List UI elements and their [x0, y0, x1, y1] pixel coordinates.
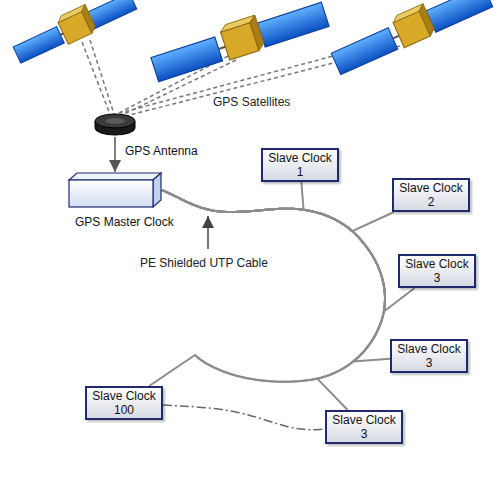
solar-panel [426, 0, 493, 32]
solar-panel [257, 2, 329, 47]
slave-clock-box: Slave Clock 1 [261, 148, 339, 182]
box-label: Slave Clock 100 [91, 389, 157, 417]
cable-label: PE Shielded UTP Cable [140, 256, 268, 270]
utp-cable [162, 190, 385, 382]
cable-connector [149, 190, 385, 386]
gps-satellite [148, 0, 329, 83]
antenna-top [95, 114, 135, 128]
cable-connector [162, 190, 385, 410]
leader-arrow [207, 216, 209, 249]
box-label: Slave Clock 3 [396, 342, 462, 370]
master-clock-shape [68, 172, 162, 208]
cable-connector [162, 190, 390, 362]
box-top-face [69, 173, 161, 180]
antenna-cap [105, 118, 125, 124]
solar-panel [331, 28, 398, 75]
node-caption: GPS Master Clock [75, 215, 174, 229]
master-clock: GPS Master Clock [68, 172, 162, 208]
cable-connector [162, 190, 394, 231]
solar-panel [13, 27, 64, 64]
signal-line [82, 42, 110, 114]
box-label: Slave Clock 1 [267, 151, 333, 179]
slave-clock-box: Slave Clock 3 [325, 410, 403, 444]
slave-clock-box: Slave Clock 3 [398, 254, 476, 288]
satellite-side [248, 15, 265, 50]
gps-satellite [10, 0, 138, 66]
antenna-shape [93, 113, 137, 137]
gps-satellite [328, 0, 493, 76]
satellite-side [417, 4, 436, 36]
box-label: Slave Clock 3 [404, 257, 470, 285]
slave-clock-box: Slave Clock 2 [392, 178, 470, 212]
slave-clock-box: Slave Clock 3 [390, 339, 468, 373]
solar-panel [151, 37, 223, 82]
node-caption: GPS Antenna [125, 144, 198, 158]
cable-connector [162, 182, 304, 212]
signal-arrow [114, 137, 116, 172]
satellite-side [80, 5, 98, 34]
group-label: GPS Satellites [213, 95, 290, 109]
box-side-face [153, 173, 161, 207]
box-front-face [69, 180, 153, 207]
box-label: Slave Clock 3 [331, 413, 397, 441]
signal-line [90, 40, 114, 114]
gps-antenna: GPS Antenna [93, 113, 137, 137]
continuation-line [163, 405, 325, 430]
slave-clock-box: Slave Clock 100 [85, 386, 163, 420]
box-label: Slave Clock 2 [398, 181, 464, 209]
